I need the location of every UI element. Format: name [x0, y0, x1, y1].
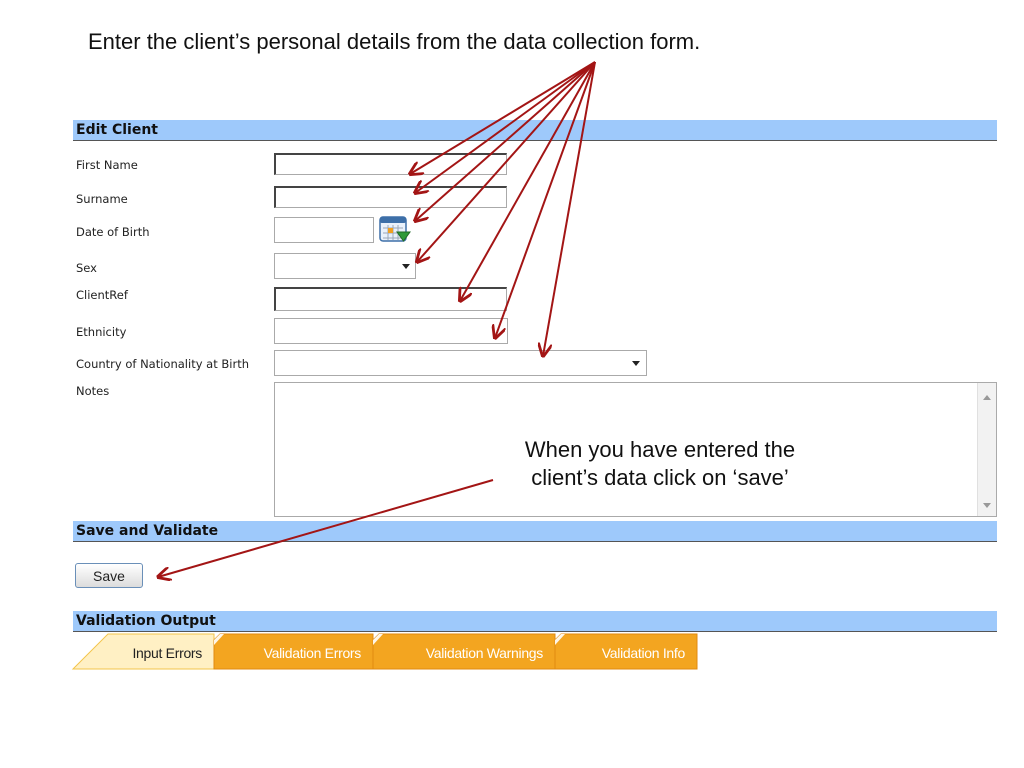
arrow-to-sex [417, 61, 596, 262]
save-validate-header: Save and Validate [73, 521, 997, 542]
client-ref-input[interactable] [276, 289, 506, 311]
save-button[interactable]: Save [75, 563, 143, 588]
callout-line-1: When you have entered the [524, 437, 796, 462]
dob-label: Date of Birth [76, 225, 150, 239]
arrow-to-dob [415, 61, 596, 221]
sex-label: Sex [76, 261, 97, 275]
save-callout: When you have entered the client’s data … [500, 436, 820, 492]
first-name-input[interactable] [276, 156, 506, 176]
ethnicity-label: Ethnicity [76, 325, 127, 339]
surname-input[interactable] [276, 189, 506, 209]
validation-output-header: Validation Output [73, 611, 997, 632]
arrow-to-client-ref [460, 61, 596, 301]
tab-validation-errors-label: Validation Errors [263, 645, 362, 661]
tab-validation-warnings-label: Validation Warnings [425, 645, 544, 661]
dob-field[interactable] [274, 217, 374, 243]
chevron-down-icon[interactable] [632, 361, 640, 366]
tab-validation-info[interactable]: Validation Info [561, 634, 697, 669]
tab-validation-info-label: Validation Info [601, 645, 686, 661]
arrow-to-first-name [410, 61, 596, 174]
sex-select[interactable] [274, 253, 416, 279]
dob-input[interactable] [275, 218, 373, 242]
tab-input-errors-shape [71, 633, 215, 670]
notes-scrollbar[interactable] [977, 383, 996, 516]
tab-validation-warnings[interactable]: Validation Warnings [379, 634, 555, 669]
tab-input-errors[interactable]: Input Errors [108, 634, 214, 669]
ethnicity-input[interactable] [275, 319, 507, 343]
tab-validation-errors[interactable]: Validation Errors [220, 634, 373, 669]
client-ref-label: ClientRef [76, 288, 128, 302]
chevron-down-icon[interactable] [402, 264, 410, 269]
arrow-to-country [543, 61, 596, 356]
surname-label: Surname [76, 192, 128, 206]
ethnicity-field[interactable] [274, 318, 508, 344]
arrow-to-surname [415, 61, 596, 193]
notes-label: Notes [76, 384, 110, 398]
callout-line-2: client’s data click on ‘save’ [531, 465, 789, 490]
country-label: Country of Nationality at Birth [76, 357, 249, 371]
country-select[interactable] [274, 350, 647, 376]
scroll-up-icon[interactable] [983, 395, 991, 400]
calendar-icon[interactable] [379, 216, 411, 244]
instruction-text: Enter the client’s personal details from… [88, 29, 701, 54]
arrow-to-save [158, 479, 494, 577]
scroll-down-icon[interactable] [983, 503, 991, 508]
first-name-label: First Name [76, 158, 138, 172]
tab-input-errors-label: Input Errors [132, 645, 202, 661]
arrow-to-ethnicity [495, 61, 596, 338]
notes-textarea[interactable] [274, 382, 997, 517]
